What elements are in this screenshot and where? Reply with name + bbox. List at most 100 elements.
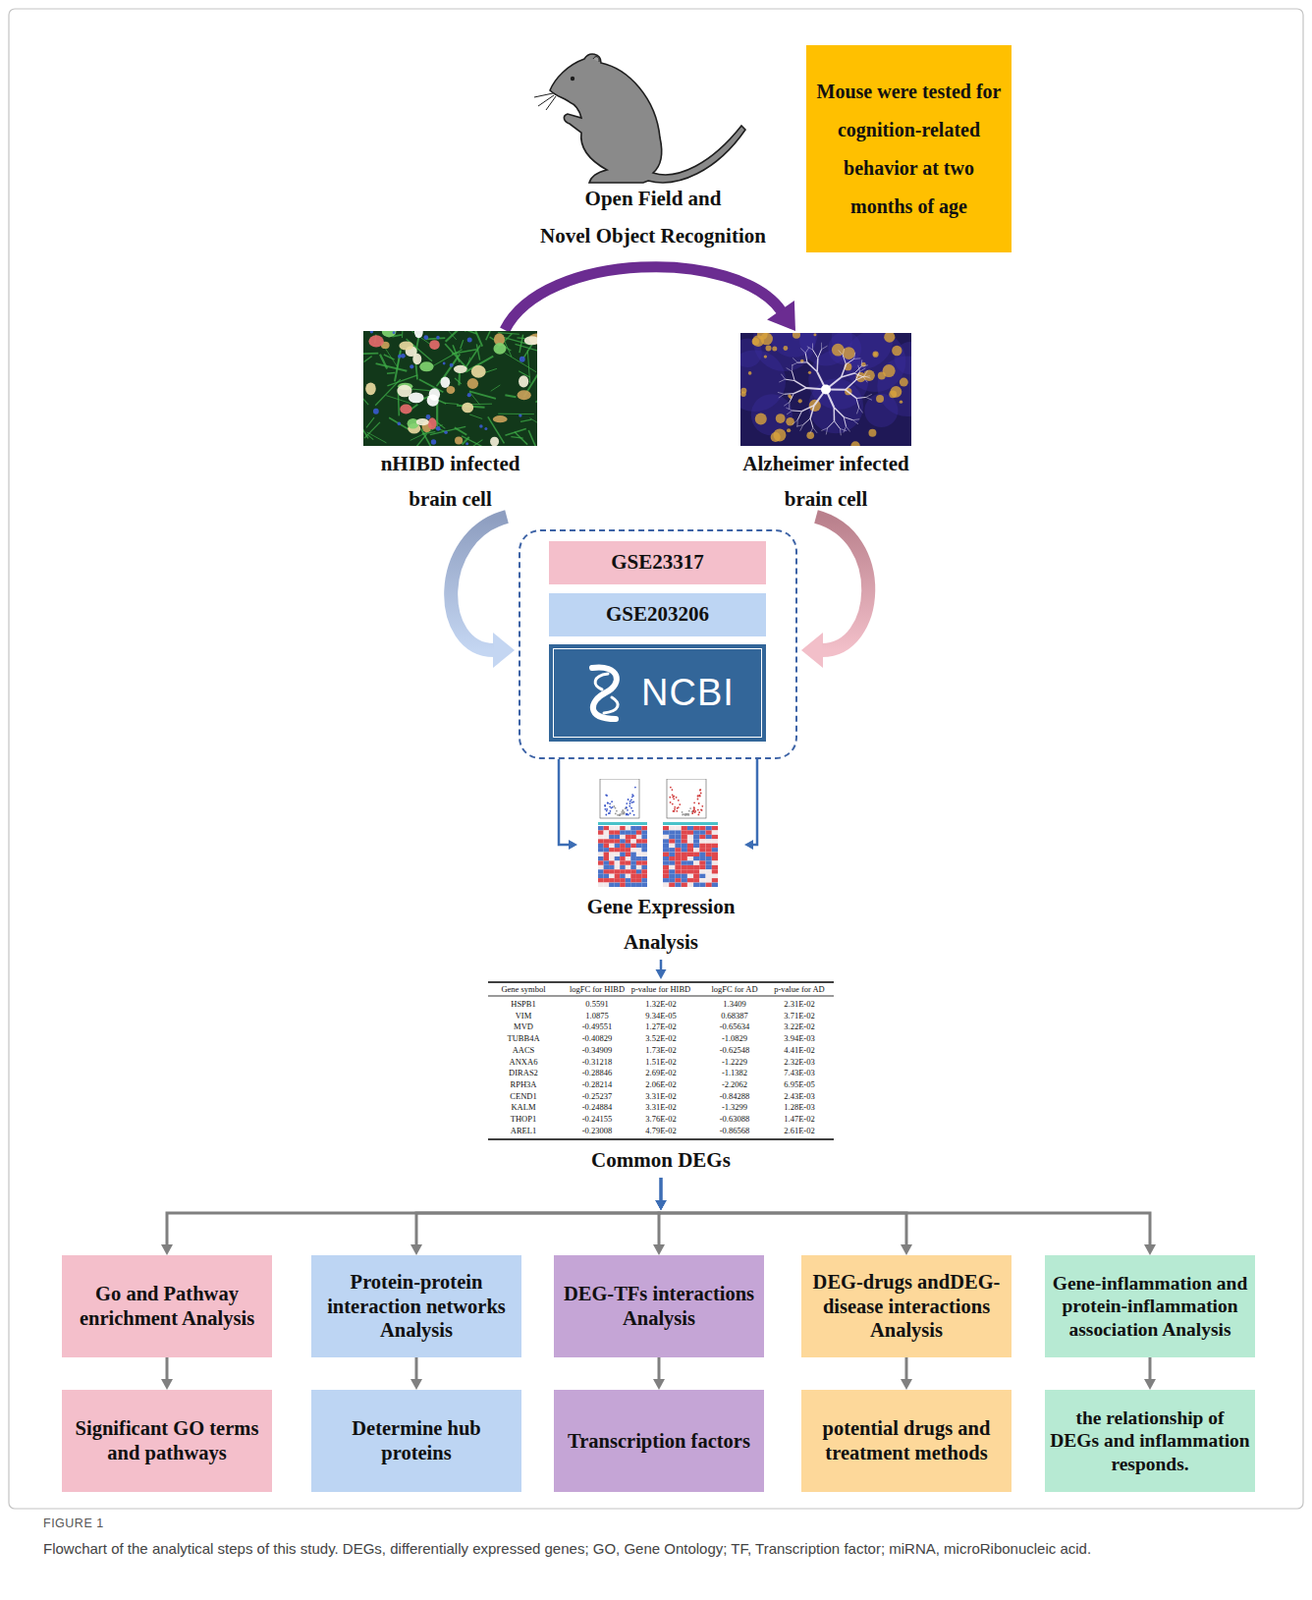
branch: [843, 426, 847, 433]
branch: [783, 401, 790, 406]
cell: [524, 335, 538, 345]
heatmap-cell: [608, 860, 615, 865]
volcano-dot: [671, 788, 674, 791]
nucleus-dot: [373, 408, 380, 415]
heatmap-cell: [625, 825, 632, 830]
heatmap-cell: [674, 852, 681, 857]
table-cell: 4.41E-02: [783, 1044, 815, 1055]
volcano-dot: [608, 805, 611, 808]
box-label: the relationship of DEGs and inflammatio…: [1049, 1406, 1251, 1476]
connector-line: [657, 1357, 661, 1380]
heatmap-cell: [625, 847, 632, 852]
plaque: [875, 394, 884, 403]
cell: [419, 361, 434, 372]
cell: [490, 437, 499, 446]
heatmap-annotation: [598, 821, 648, 825]
plaque: [899, 399, 903, 403]
plaque: [752, 337, 760, 345]
arrowhead: [656, 969, 667, 980]
connector-line: [415, 1357, 419, 1380]
connector-line: [659, 1177, 663, 1202]
table-cell: -0.63088: [719, 1113, 750, 1124]
heatmap-cell: [636, 834, 643, 839]
table-cell: 1.32E-02: [645, 998, 676, 1009]
fiber: [445, 330, 473, 342]
plaque: [787, 393, 792, 398]
volcano-dot: [609, 810, 612, 813]
heatmap-cell: [662, 877, 669, 882]
heatmap-cell: [674, 834, 681, 839]
table-cell: AACS: [512, 1044, 536, 1055]
branch: [778, 393, 785, 398]
nucleus-dot: [397, 354, 402, 359]
fiber: [437, 330, 457, 340]
mouse-whiskers: [534, 93, 556, 110]
heatmap-cell: [693, 860, 700, 865]
heatmap-cell: [614, 882, 621, 887]
mouse-illustration: [534, 54, 746, 183]
image-node: Alzheimer infected brain cell: [720, 332, 931, 517]
volcano-dot: [686, 813, 689, 816]
heatmap-cell: [614, 825, 621, 830]
heatmap-cell: [706, 834, 712, 839]
nucleus-dot: [409, 364, 414, 369]
heatmap-cell: [603, 834, 610, 839]
heatmap-cell: [693, 825, 700, 830]
heatmap-cell: [687, 825, 694, 830]
heatmap-cell: [711, 869, 718, 874]
heatmap-cell: [674, 869, 681, 874]
arrowhead: [801, 632, 823, 668]
arrowhead: [656, 1200, 667, 1210]
box-label: Determine hub proteins: [316, 1416, 517, 1465]
fiber: [394, 350, 401, 382]
table-cell: 0.5591: [585, 998, 608, 1009]
volcano-dot: [691, 812, 694, 815]
plaque: [764, 354, 767, 358]
volcano-dot: [605, 794, 608, 797]
table-cell: 1.0875: [585, 1010, 608, 1021]
arrowhead: [1144, 1378, 1156, 1390]
glow: [768, 332, 818, 358]
heatmap-cell: [711, 829, 718, 834]
heatmap-cell: [681, 860, 688, 865]
volcano-dot: [675, 810, 678, 813]
volcano-dot: [611, 806, 614, 809]
heatmap-cell: [711, 860, 718, 865]
volcano-dot: [672, 797, 675, 800]
heatmap-cell: [608, 825, 615, 830]
nucleus-dot: [392, 330, 396, 334]
volcano-dot: [699, 788, 702, 791]
heatmap-cell: [630, 838, 637, 843]
volcano-dot: [668, 796, 671, 799]
volcano-dot: [618, 814, 621, 817]
branch: [780, 374, 785, 380]
volcano-dot: [633, 814, 636, 817]
box-label: Gene-inflammation and protein-inflammati…: [1049, 1271, 1251, 1341]
heatmap-cell: [699, 882, 706, 887]
table-cell: -0.62548: [719, 1044, 750, 1055]
heatmap-cell: [693, 856, 700, 861]
heatmap-cell: [598, 860, 604, 865]
fiber: [364, 356, 373, 363]
connector: [656, 959, 667, 980]
connector-line: [660, 1212, 907, 1246]
table-cell: KALM: [510, 1101, 536, 1112]
result-box: Determine hub proteins: [311, 1389, 522, 1492]
branch: [833, 407, 844, 418]
heatmap-cell: [699, 825, 706, 830]
branch: [818, 349, 822, 359]
table-cell: ANXA6: [509, 1056, 539, 1067]
volcano-dot: [691, 811, 694, 814]
volcano-dot: [677, 799, 680, 802]
mouse-ear: [593, 56, 600, 62]
analysis-box: Go and Pathway enrichment Analysis: [61, 1255, 273, 1358]
connector: [504, 267, 796, 331]
heatmap-cell: [681, 865, 688, 870]
branch: [791, 371, 795, 381]
branch: [843, 417, 853, 421]
volcano-dot: [700, 792, 703, 795]
branch: [797, 411, 802, 421]
volcano-dot: [672, 795, 675, 798]
table-cell: 3.31E-02: [645, 1091, 676, 1101]
nucleus-dot: [370, 330, 374, 333]
